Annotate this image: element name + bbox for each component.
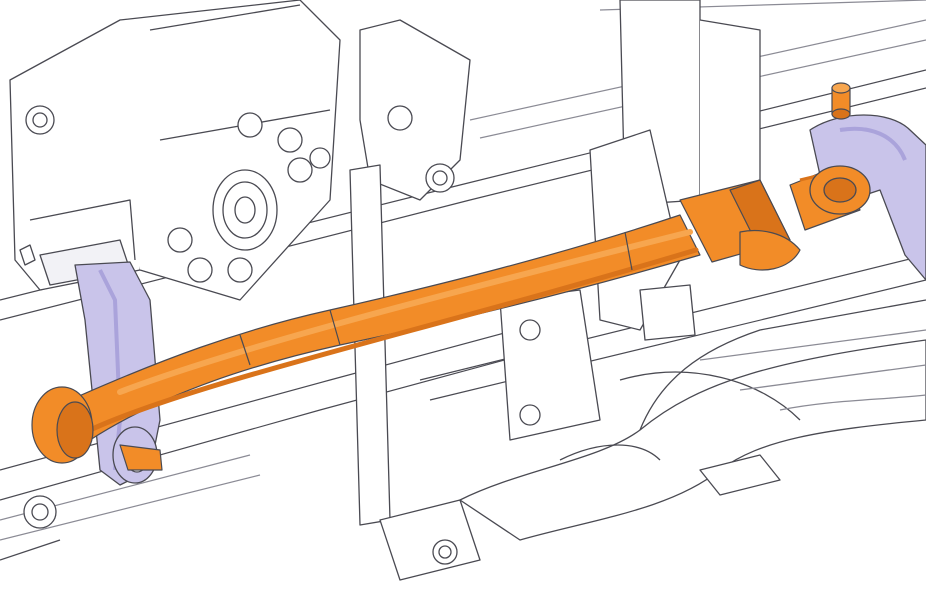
- steering-gearbox: [9, 0, 341, 301]
- center-bracket: [349, 0, 761, 526]
- lower-left-mount: [0, 495, 61, 561]
- steering-knuckle-arm: [809, 114, 926, 281]
- ball-stud-pin: [831, 82, 851, 120]
- axle-beam: [379, 299, 926, 581]
